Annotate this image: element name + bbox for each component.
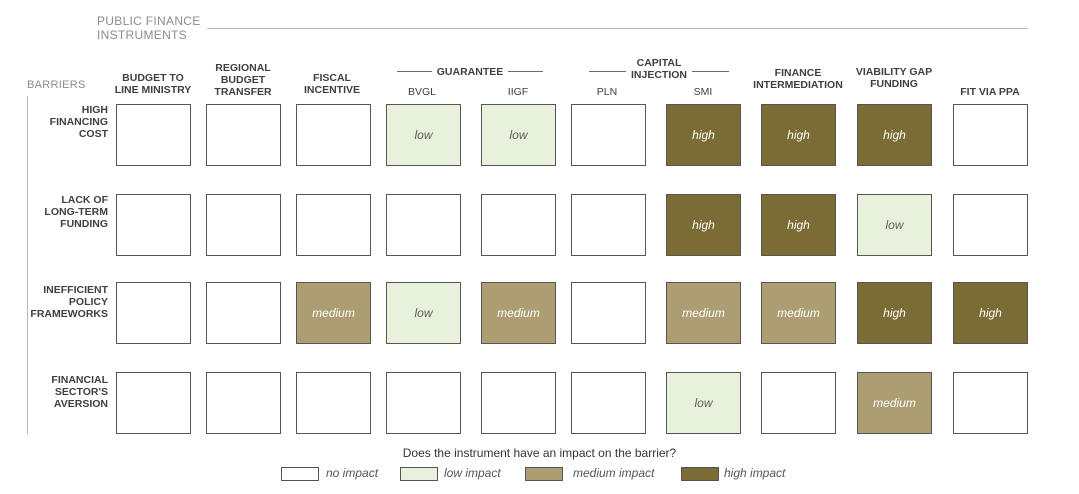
matrix-cell: low (386, 282, 461, 344)
legend-label-no-impact: no impact (326, 466, 379, 480)
matrix-cell: medium (857, 372, 932, 434)
matrix-cell (953, 372, 1028, 434)
column-header-budget-to-line-ministry: BUDGET TO LINE MINISTRY (114, 72, 192, 96)
matrix-cell (571, 372, 646, 434)
matrix-cell: high (666, 194, 741, 256)
legend-label-high-impact: high impact (724, 466, 786, 480)
legend-swatch-no-impact (281, 467, 319, 481)
column-header-finance-intermediation: FINANCE INTERMEDIATION (753, 67, 843, 91)
guarantee-bracket-left (397, 71, 432, 72)
matrix-cell (761, 372, 836, 434)
legend-question: Does the instrument have an impact on th… (402, 446, 677, 460)
title-divider (207, 28, 1028, 29)
legend-swatch-high-impact (681, 467, 719, 481)
matrix-cell (296, 372, 371, 434)
matrix-cell (206, 372, 281, 434)
column-header-pln: PLN (596, 86, 618, 98)
matrix-cell: high (666, 104, 741, 166)
matrix-cell: low (386, 104, 461, 166)
matrix-cell: high (761, 194, 836, 256)
matrix-cell: low (481, 104, 556, 166)
column-header-fiscal-incentive: FISCAL INCENTIVE (303, 72, 360, 96)
matrix-cell: medium (761, 282, 836, 344)
matrix-cell (571, 282, 646, 344)
matrix-cell: medium (296, 282, 371, 344)
row-label-financial-sectors-aversion: FINANCIAL SECTOR'S AVERSION (51, 374, 108, 410)
matrix-cell (571, 104, 646, 166)
legend-swatch-medium-impact (525, 467, 563, 481)
group-header-guarantee: GUARANTEE (436, 66, 504, 78)
matrix-cell: low (857, 194, 932, 256)
capital-bracket-right (692, 71, 729, 72)
matrix-cell: high (953, 282, 1028, 344)
barriers-heading: BARRIERS (27, 79, 86, 91)
matrix-cell (481, 194, 556, 256)
column-header-iigf: IIGF (507, 86, 529, 98)
column-header-regional-budget-transfer: REGIONAL BUDGET TRANSFER (214, 62, 272, 98)
matrix-cell (481, 372, 556, 434)
matrix-cell (296, 194, 371, 256)
group-header-capital-injection: CAPITAL INJECTION (630, 57, 687, 81)
matrix-cell (116, 282, 191, 344)
row-label-lack-of-long-term-funding: LACK OF LONG-TERM FUNDING (44, 194, 108, 230)
matrix-cell (206, 104, 281, 166)
guarantee-bracket-right (508, 71, 543, 72)
matrix-cell: low (666, 372, 741, 434)
capital-bracket-left (589, 71, 626, 72)
legend-swatch-low-impact (400, 467, 438, 481)
column-header-viability-gap-funding: VIABILITY GAP FUNDING (855, 66, 933, 90)
page-title: PUBLIC FINANCE INSTRUMENTS (97, 14, 201, 42)
matrix-cell: medium (666, 282, 741, 344)
matrix-cell (116, 372, 191, 434)
matrix-cell: medium (481, 282, 556, 344)
matrix-cell (571, 194, 646, 256)
matrix-cell (386, 194, 461, 256)
matrix-cell (206, 194, 281, 256)
legend-label-low-impact: low impact (444, 466, 501, 480)
matrix-cell (116, 194, 191, 256)
matrix-cell (206, 282, 281, 344)
column-header-bvgl: BVGL (407, 86, 436, 98)
row-label-high-financing-cost: HIGH FINANCING COST (49, 104, 108, 140)
row-label-inefficient-policy-frameworks: INEFFICIENT POLICY FRAMEWORKS (30, 284, 108, 320)
matrix-cell (296, 104, 371, 166)
column-header-smi: SMI (693, 86, 713, 98)
matrix-cell (953, 194, 1028, 256)
matrix-cell (386, 372, 461, 434)
matrix-cell: high (857, 282, 932, 344)
legend-label-medium-impact: medium impact (573, 466, 655, 480)
matrix-cell: high (857, 104, 932, 166)
matrix-cell (953, 104, 1028, 166)
column-header-fit-via-ppa: FIT VIA PPA (960, 86, 1020, 98)
matrix-cell (116, 104, 191, 166)
barriers-divider (27, 96, 28, 434)
matrix-cell: high (761, 104, 836, 166)
